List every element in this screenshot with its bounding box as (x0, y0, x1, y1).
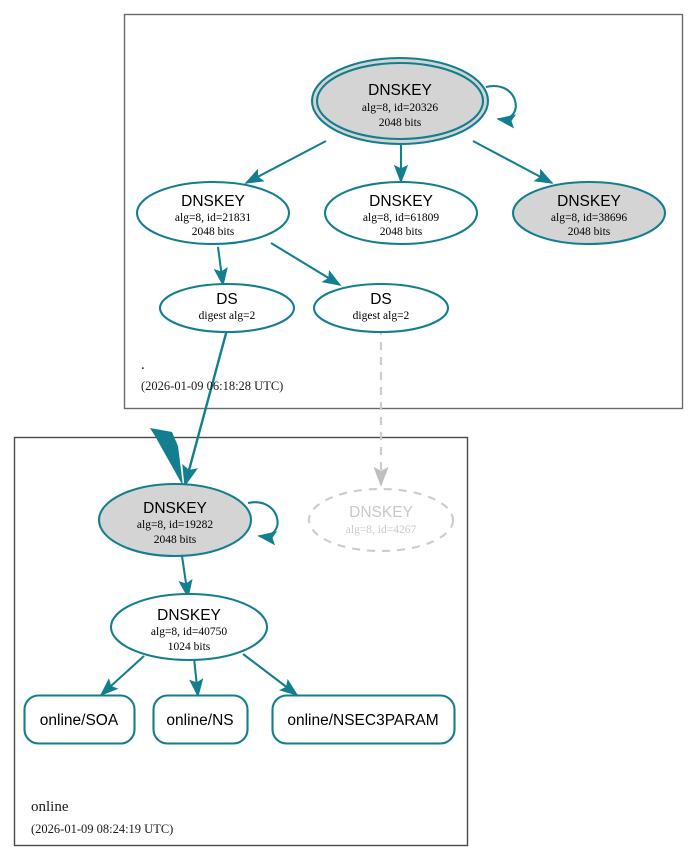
node-rrset-nsec3param[interactable]: online/NSEC3PARAM (271, 694, 456, 745)
zone-timestamp: (2026-01-09 06:18:28 UTC) (141, 379, 283, 393)
node-dnskey-61809[interactable]: DNSKEY alg=8, id=61809 2048 bits (323, 180, 479, 246)
edge-21831-to-ds-left (213, 246, 228, 287)
node-dnskey-40750[interactable]: DNSKEY alg=8, id=40750 1024 bits (109, 592, 269, 662)
node-subtitle-alg: alg=8, id=61809 (363, 212, 439, 224)
node-dnskey-21831[interactable]: DNSKEY alg=8, id=21831 2048 bits (135, 180, 291, 246)
node-subtitle-bits: 2048 bits (154, 534, 197, 546)
node-dnskey-19282[interactable]: DNSKEY alg=8, id=19282 2048 bits (97, 482, 253, 558)
node-title: online/SOA (40, 712, 119, 729)
edge-delegation-wedge (150, 428, 183, 486)
node-title: DNSKEY (157, 607, 221, 624)
node-title: DNSKEY (143, 500, 207, 517)
zone-caption-root: . (2026-01-09 06:18:28 UTC) (141, 357, 283, 393)
zone-box-root (123, 13, 684, 410)
edge-21831-to-ds-right (270, 242, 342, 286)
zone-name: . (141, 357, 145, 373)
node-subtitle-digest: digest alg=2 (199, 310, 256, 322)
node-title: DNSKEY (557, 193, 621, 210)
edge-ds-left-to-19282 (182, 325, 230, 487)
node-subtitle-alg: alg=8, id=20326 (362, 102, 438, 114)
node-rrset-soa[interactable]: online/SOA (23, 694, 136, 745)
edge-self-sign-20326 (485, 84, 517, 129)
node-title: DS (370, 291, 392, 308)
node-title: DNSKEY (368, 82, 432, 99)
zone-name: online (31, 799, 69, 815)
node-rrset-ns[interactable]: online/NS (152, 694, 249, 745)
zone-caption-online: online (2026-01-09 08:24:19 UTC) (31, 799, 173, 836)
node-title: DNSKEY (181, 193, 245, 210)
node-dnskey-4267[interactable]: DNSKEY alg=8, id=4267 (307, 487, 455, 553)
edge-19282-to-40750 (178, 555, 193, 599)
node-title: online/NS (166, 712, 233, 729)
zone-box-online (13, 436, 469, 847)
node-subtitle-alg: alg=8, id=21831 (175, 212, 251, 224)
node-title: DNSKEY (369, 193, 433, 210)
node-subtitle-alg: alg=8, id=19282 (137, 519, 213, 531)
node-title: online/NSEC3PARAM (287, 712, 438, 729)
edge-40750-to-nsec3param (242, 653, 299, 697)
node-subtitle-alg: alg=8, id=40750 (151, 626, 227, 638)
node-title: DNSKEY (349, 504, 413, 521)
node-dnskey-20326[interactable]: DNSKEY alg=8, id=20326 2048 bits (310, 56, 490, 146)
edge-20326-to-38696 (472, 140, 554, 184)
node-subtitle-bits: 2048 bits (192, 226, 235, 238)
edge-20326-to-21831 (244, 140, 327, 184)
node-subtitle-digest: digest alg=2 (353, 310, 410, 322)
node-ds-left[interactable]: DS digest alg=2 (158, 282, 296, 334)
node-title: DS (216, 291, 238, 308)
edge-40750-to-soa (99, 655, 145, 697)
node-subtitle-bits: 2048 bits (379, 117, 422, 129)
edge-self-sign-19282 (247, 501, 279, 546)
node-subtitle-bits: 2048 bits (380, 226, 423, 238)
node-subtitle-alg: alg=8, id=4267 (346, 524, 417, 536)
node-subtitle-bits: 2048 bits (568, 226, 611, 238)
node-subtitle-alg: alg=8, id=38696 (551, 212, 627, 224)
node-dnskey-38696[interactable]: DNSKEY alg=8, id=38696 2048 bits (511, 180, 667, 246)
node-subtitle-bits: 1024 bits (168, 641, 211, 653)
edge-40750-to-ns (189, 657, 204, 698)
zone-timestamp: (2026-01-09 08:24:19 UTC) (31, 822, 173, 836)
node-ds-right[interactable]: DS digest alg=2 (312, 282, 450, 334)
